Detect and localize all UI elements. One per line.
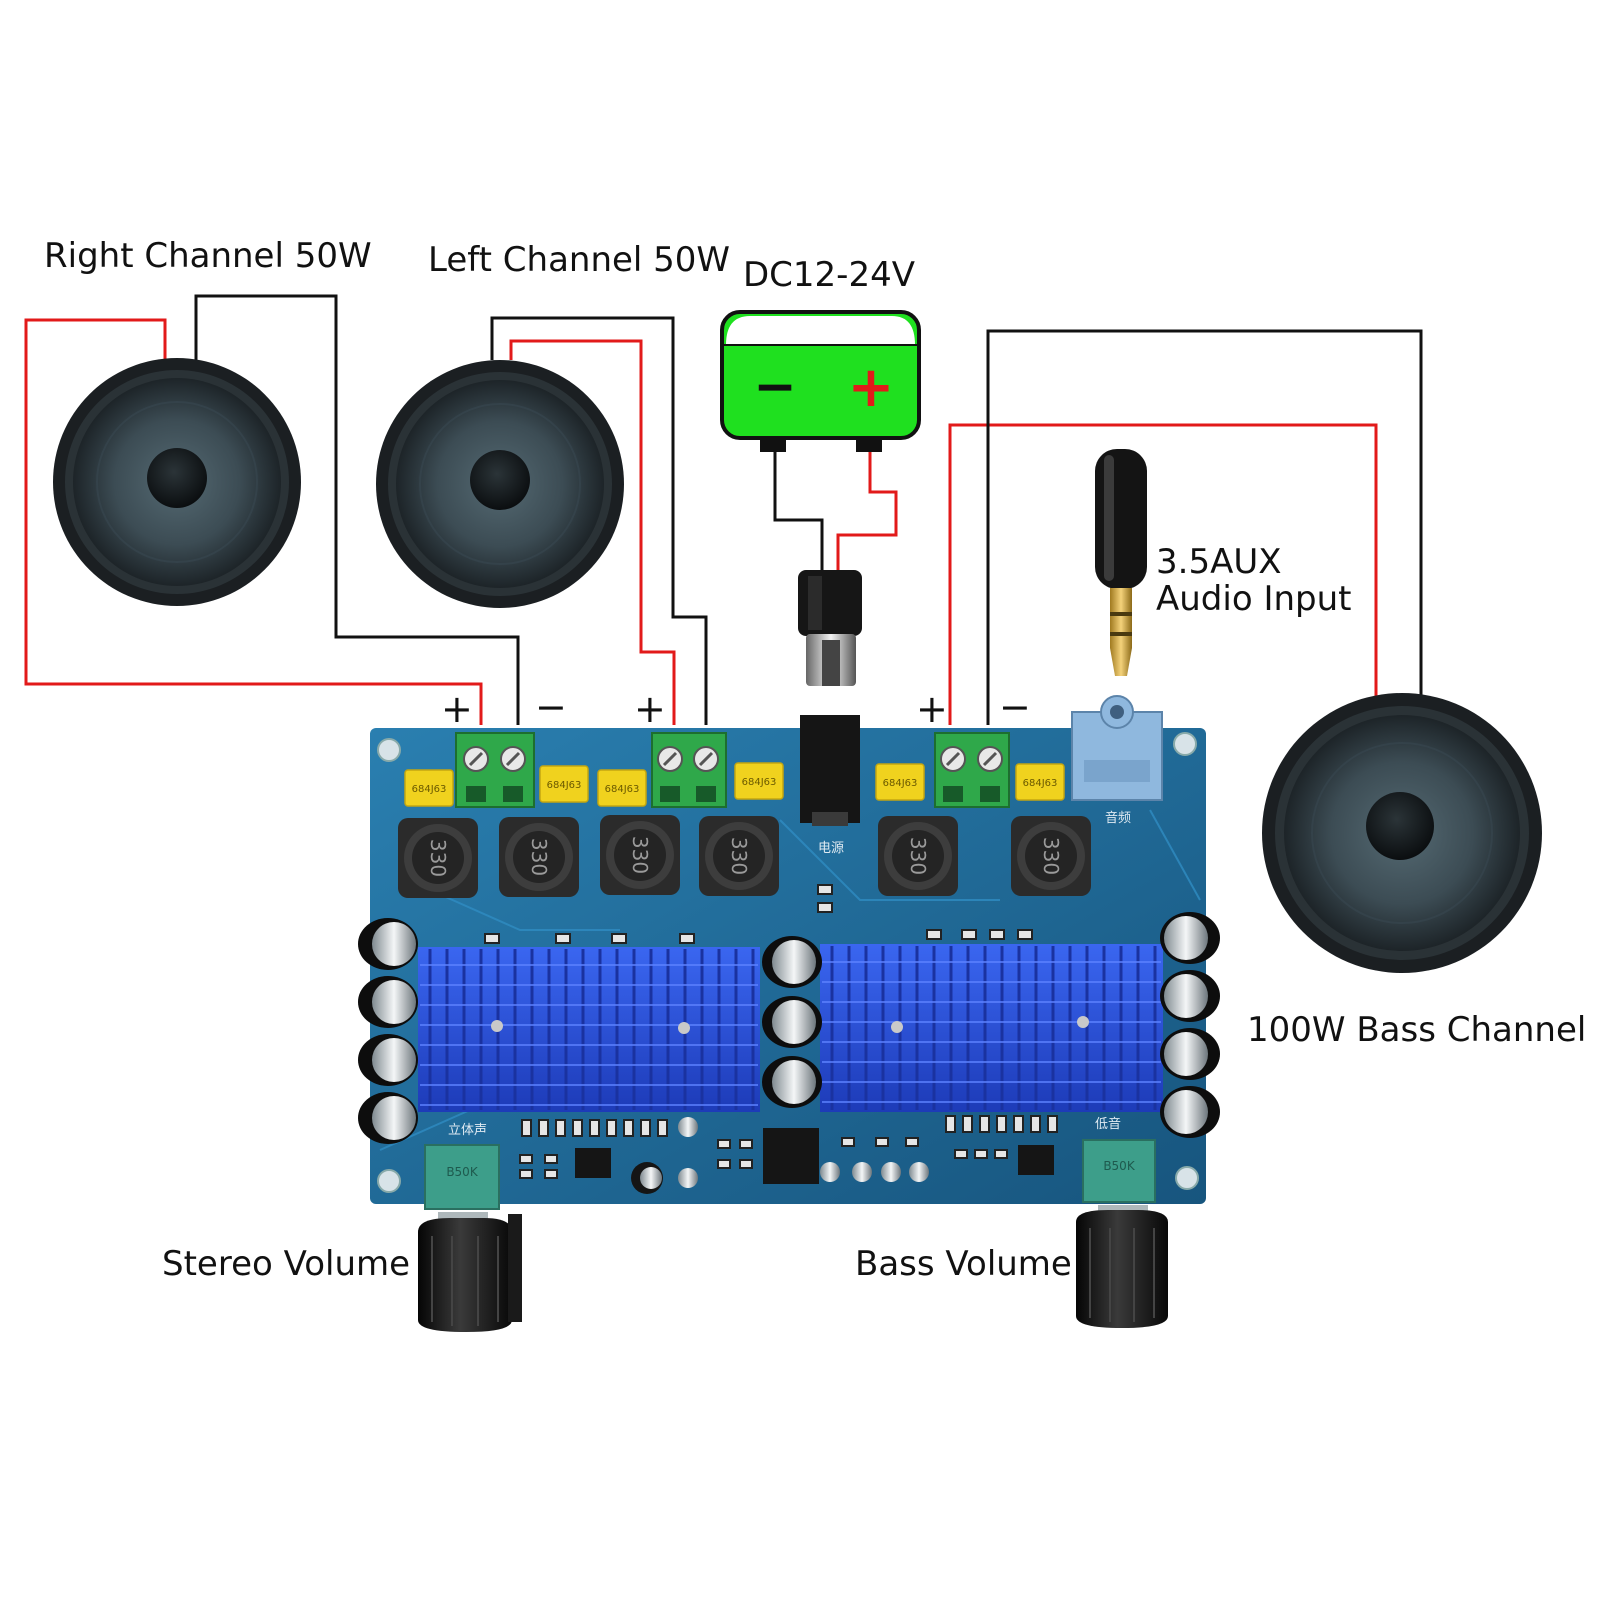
speaker-icon — [53, 358, 301, 606]
svg-text:330: 330 — [727, 837, 751, 875]
speaker-bass — [1262, 693, 1542, 973]
amplifier-board: 684J63 684J63 684J63 684J63 684J63 684J6… — [358, 695, 1220, 1210]
wire-right-red — [24, 318, 483, 725]
speaker-right — [53, 358, 301, 606]
wire-battery-black — [773, 450, 824, 570]
pot-bass: B50K — [1082, 1139, 1156, 1203]
svg-text:684J63: 684J63 — [742, 777, 777, 788]
dc-jack — [800, 715, 860, 826]
silkscreen: 电源 音频 立体声 低音 — [448, 810, 1131, 1138]
svg-text:330: 330 — [1039, 837, 1063, 875]
svg-text:684J63: 684J63 — [1023, 778, 1058, 789]
electrolytic-capacitors — [358, 912, 1220, 1144]
wire-right-black — [194, 294, 520, 725]
heatsink-left — [418, 947, 760, 1112]
label-bass-volume: Bass Volume — [855, 1244, 1072, 1284]
battery-minus: − — [753, 357, 797, 417]
film-capacitor-markings: 684J63 684J63 684J63 684J63 684J63 684J6… — [412, 777, 1058, 795]
svg-text:B50K: B50K — [1103, 1159, 1136, 1173]
volume-knob-icon[interactable] — [1076, 1205, 1168, 1328]
label-bass-channel: 100W Bass Channel — [1247, 1010, 1587, 1050]
svg-text:电源: 电源 — [818, 841, 844, 856]
pot-stereo: B50K — [424, 1144, 500, 1210]
wire-bass-black — [986, 329, 1423, 725]
wire-left-black — [490, 316, 708, 725]
wire-battery-red — [836, 450, 898, 570]
chips — [575, 1128, 1054, 1184]
battery-icon — [720, 310, 921, 452]
svg-text:低音: 低音 — [1095, 1116, 1121, 1132]
svg-text:684J63: 684J63 — [883, 778, 918, 789]
svg-text:684J63: 684J63 — [547, 780, 582, 791]
label-power-supply: DC12-24V — [743, 255, 915, 295]
svg-text:B50K: B50K — [446, 1165, 479, 1179]
svg-text:330: 330 — [426, 839, 450, 877]
label-aux-line1: 3.5AUX — [1156, 542, 1282, 582]
svg-text:330: 330 — [628, 836, 652, 874]
inductors: 330 330 330 330 330 330 — [398, 815, 1091, 898]
svg-text:330: 330 — [906, 837, 930, 875]
sign-right-plus: + — [441, 687, 473, 731]
wire-left-red — [509, 339, 676, 725]
label-left-channel: Left Channel 50W — [428, 240, 731, 280]
terminal-bass — [934, 732, 1010, 808]
speaker-left — [376, 360, 624, 608]
speaker-icon — [376, 360, 624, 608]
sign-bass-plus: + — [916, 687, 948, 731]
smd-components — [484, 884, 1058, 1179]
sign-right-minus: − — [535, 685, 567, 729]
terminal-right — [455, 732, 535, 808]
dc-plug-icon — [798, 570, 862, 686]
label-right-channel: Right Channel 50W — [44, 236, 372, 276]
wires — [24, 294, 1423, 725]
terminal-left — [651, 732, 727, 808]
battery-signs: − + — [753, 355, 894, 420]
svg-text:684J63: 684J63 — [605, 784, 640, 795]
small-capacitors — [631, 1117, 929, 1194]
battery-plus: + — [848, 355, 895, 420]
speaker-icon — [1262, 693, 1542, 973]
mounting-holes — [377, 732, 1199, 1193]
aux-jack — [1071, 695, 1163, 801]
label-stereo-volume: Stereo Volume — [162, 1244, 411, 1284]
sign-bass-minus: − — [999, 685, 1031, 729]
sign-left-plus: + — [634, 687, 666, 731]
film-capacitors — [404, 762, 1065, 807]
aux-plug-icon — [1095, 449, 1147, 676]
label-aux-line2: Audio Input — [1156, 579, 1352, 619]
svg-text:立体声: 立体声 — [448, 1123, 487, 1138]
volume-knob-icon[interactable] — [418, 1212, 522, 1332]
heatsink-right — [820, 944, 1163, 1112]
wire-bass-red — [948, 423, 1378, 725]
svg-text:330: 330 — [527, 838, 551, 876]
svg-text:684J63: 684J63 — [412, 784, 447, 795]
svg-text:音频: 音频 — [1105, 810, 1131, 826]
